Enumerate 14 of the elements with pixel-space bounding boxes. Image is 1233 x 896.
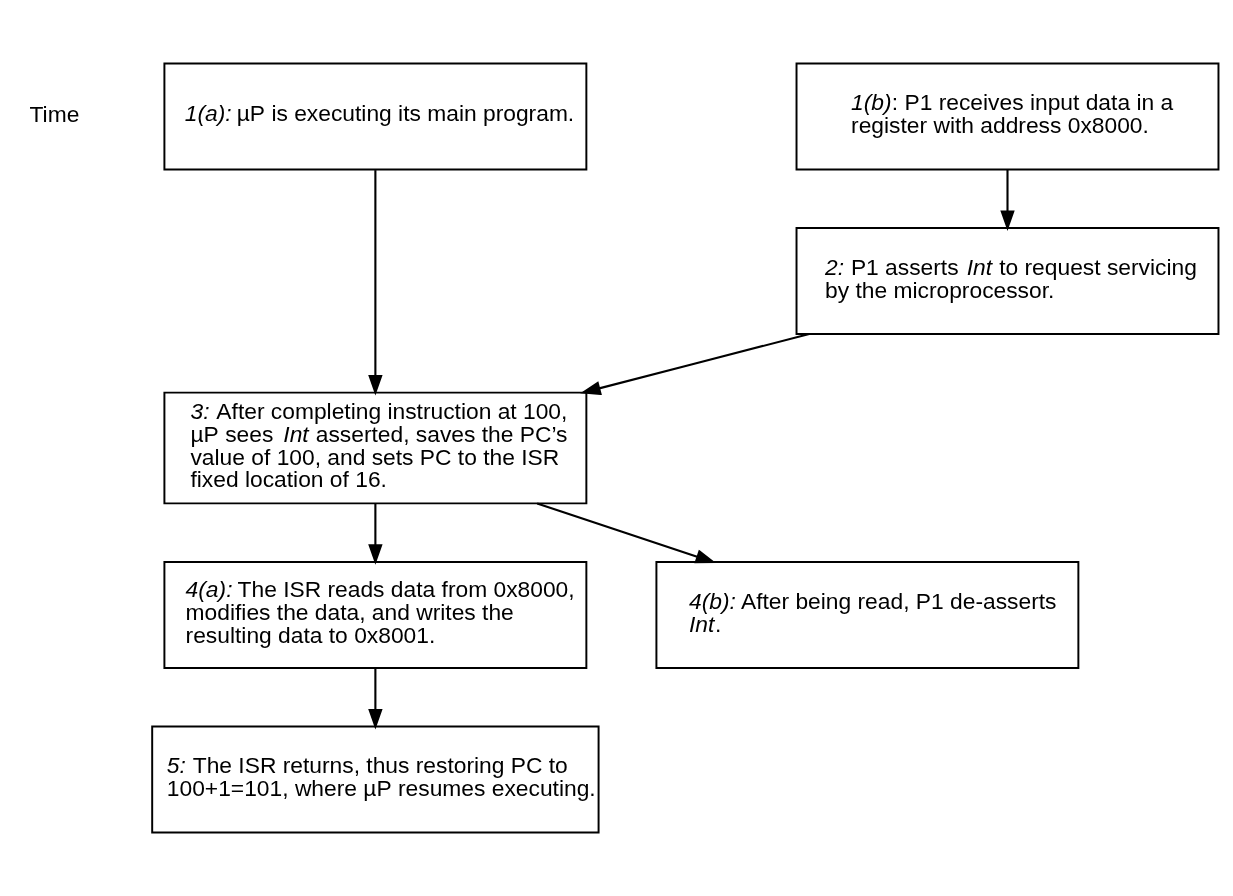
node-box: 1(b): P1 receives input data in a register with address 0x8000.	[795, 62, 1220, 171]
node-box: 4(a): The ISR reads data from 0x8000, modifies the data, and writes the resulting data to 0x8001.	[163, 561, 588, 669]
node-box: 4(b): After being read, P1 de-asserts Int.	[655, 561, 1080, 669]
arrow	[536, 502, 717, 564]
label: Time	[29, 101, 80, 128]
node-box: 5: The ISR returns, thus restoring PC to 100+1=101, where µP resumes executing.	[151, 725, 600, 834]
arrow	[368, 170, 383, 396]
arrow	[580, 332, 810, 396]
arrow	[368, 668, 383, 730]
node-box: 2: P1 asserts Int to request servicing by the microprocessor.	[795, 227, 1220, 335]
arrow	[368, 503, 383, 565]
arrow	[1000, 169, 1015, 232]
node-box: 3: After completing instruction at 100, µP sees Int asserted, saves the PC’s value of 100, and sets PC to the ISR fixed location of 16.	[163, 391, 588, 505]
node-box: 1(a): µP is executing its main program.	[163, 62, 588, 171]
